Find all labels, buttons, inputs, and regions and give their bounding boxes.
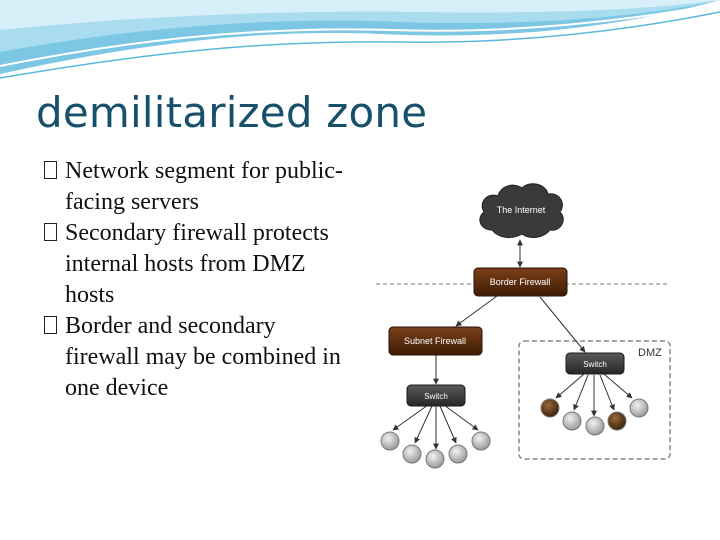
internal-switch-node: Switch [407,385,465,406]
arrow-border-to-subnet [456,296,497,326]
arrow-border-to-dmz-switch [540,297,585,352]
border-firewall-node: Border Firewall [474,268,567,296]
host-icon [586,417,604,435]
dmz-switch-label: Switch [583,360,607,369]
subnet-firewall-label: Subnet Firewall [404,336,466,346]
border-firewall-label: Border Firewall [490,277,551,287]
internet-label: The Internet [497,205,546,215]
host-icon [449,445,467,463]
host-icon [472,432,490,450]
server-host-icon [541,399,559,417]
host-icon [563,412,581,430]
dmz-switch-node: Switch [566,353,624,374]
dmz-label: DMZ [638,347,662,359]
server-host-icon [608,412,626,430]
host-icon [630,399,648,417]
dmz-host-links [556,374,632,416]
internal-switch-label: Switch [424,392,448,401]
host-icon [426,450,444,468]
host-icon [403,445,421,463]
internal-host-links [393,405,478,449]
host-icon [381,432,399,450]
subnet-firewall-node: Subnet Firewall [389,327,482,355]
internet-cloud-icon: The Internet [480,184,563,238]
